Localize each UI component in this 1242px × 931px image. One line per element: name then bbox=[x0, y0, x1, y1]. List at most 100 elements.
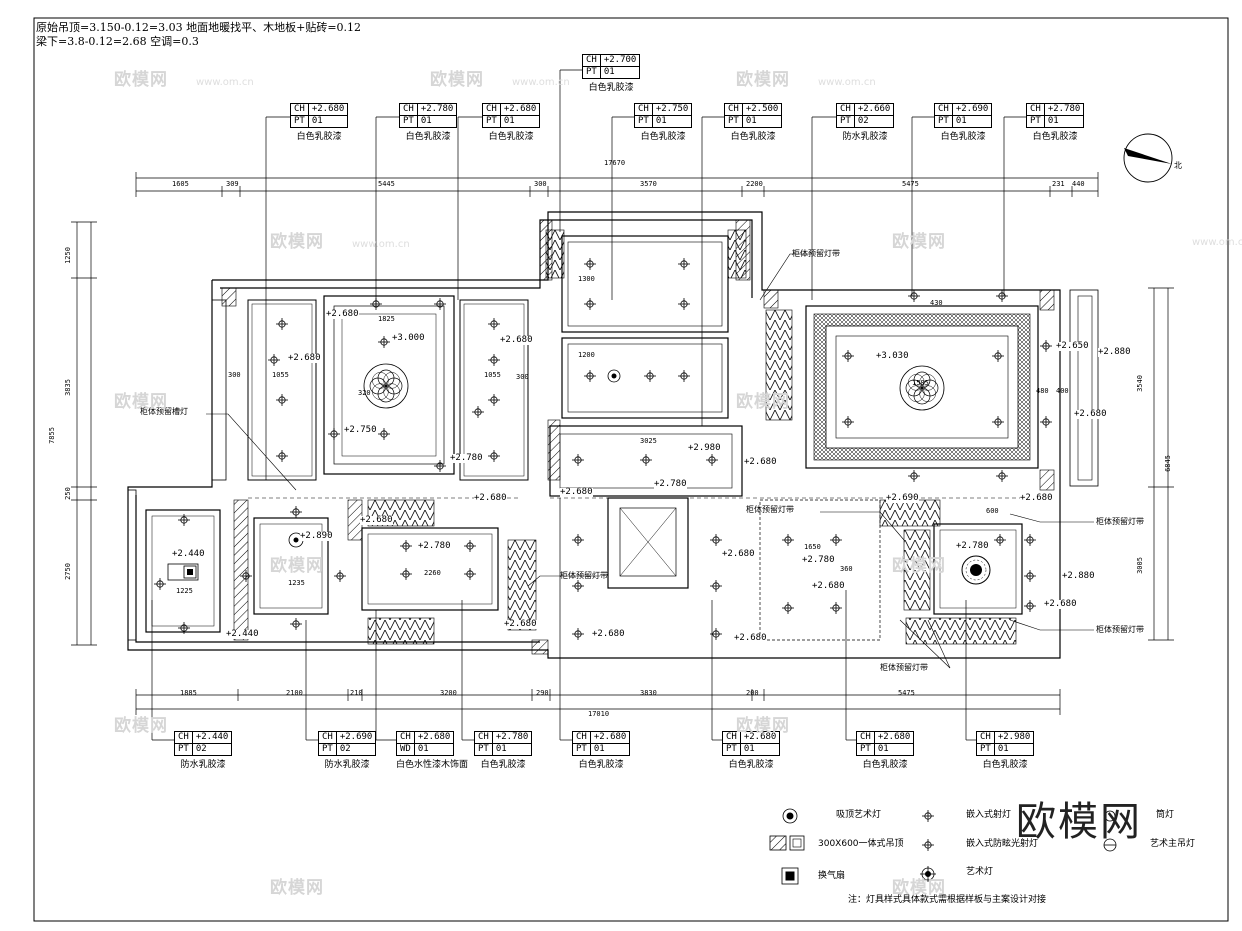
ceiling-height-label: +2.680 bbox=[360, 515, 393, 525]
ceiling-height-label: +2.680 bbox=[734, 633, 767, 643]
watermark-text: 欧模网 bbox=[892, 878, 946, 898]
ceiling-height-label: +2.750 bbox=[344, 425, 377, 435]
room-dimension-label: 2260 bbox=[424, 569, 441, 577]
art-light-icon bbox=[920, 866, 936, 882]
watermark-text: 欧模网 bbox=[430, 70, 484, 90]
structural-columns bbox=[221, 219, 1055, 655]
exhaust-fan-icon bbox=[183, 565, 197, 579]
watermark-text: 欧模网 bbox=[114, 70, 168, 90]
dimension-label: 231 bbox=[1052, 180, 1065, 188]
annotation-cabinet-light: 柜体预留灯带 bbox=[560, 571, 608, 580]
ceiling-height-label: +3.000 bbox=[392, 333, 425, 343]
dimension-label: 3830 bbox=[640, 689, 657, 697]
room-dimension-label: 360 bbox=[840, 565, 853, 573]
annotation-cabinet-light: 柜体预留灯带 bbox=[792, 249, 840, 258]
dimension-label: 2200 bbox=[746, 180, 763, 188]
watermark-url: www.om.cn bbox=[818, 77, 876, 88]
legend-label: 嵌入式防眩光射灯 bbox=[966, 839, 1039, 849]
ceiling-height-label: +2.440 bbox=[172, 549, 205, 559]
ceiling-height-label: +2.780 bbox=[956, 541, 989, 551]
ceiling-height-label: +2.680 bbox=[1074, 409, 1107, 419]
legend-label: 艺术灯 bbox=[966, 867, 994, 877]
room-dimension-label: 300 bbox=[516, 373, 529, 381]
ceiling-height-label: +2.880 bbox=[1062, 571, 1095, 581]
room-dimension-label: 1300 bbox=[578, 275, 595, 283]
dimension-label: 3835 bbox=[63, 379, 72, 396]
header-note-line2: 梁下=3.8-0.12=2.68 空调=0.3 bbox=[36, 35, 199, 48]
annotation-cabinet-light: 柜体预留灯带 bbox=[1096, 625, 1144, 634]
dimension-label: 2750 bbox=[63, 563, 72, 580]
right-dimension-line bbox=[1148, 287, 1174, 641]
ceiling-height-label: +2.680 bbox=[592, 629, 625, 639]
ceiling-height-label: +2.890 bbox=[300, 531, 333, 541]
ceiling-height-label: +2.680 bbox=[744, 457, 777, 467]
ceiling-height-label: +2.980 bbox=[688, 443, 721, 453]
ceiling-height-label: +2.440 bbox=[226, 629, 259, 639]
annotation-leaders bbox=[206, 253, 1094, 669]
ceiling-height-label: +2.680 bbox=[1020, 493, 1053, 503]
drawing-frame bbox=[33, 17, 1229, 922]
ceiling-panels bbox=[145, 235, 1052, 641]
dimension-label: 6845 bbox=[1163, 455, 1172, 472]
watermark-url: www.om.cn bbox=[1192, 237, 1242, 248]
ceiling-height-label: +2.680 bbox=[812, 581, 845, 591]
room-dimension-label: 1225 bbox=[176, 587, 193, 595]
room-dimension-label: 320 bbox=[358, 389, 371, 397]
ceiling-height-label: +2.780 bbox=[450, 453, 483, 463]
dimension-label: 17010 bbox=[588, 710, 610, 718]
dimension-label: 300 bbox=[534, 180, 547, 188]
room-dimension-label: 400 bbox=[1056, 387, 1069, 395]
recessed-spotlight-icon bbox=[921, 809, 935, 823]
watermark-text: 欧模网 bbox=[270, 556, 324, 576]
art-light-icon bbox=[961, 555, 991, 585]
dimension-label: 440 bbox=[1072, 180, 1085, 188]
chandelier-icon bbox=[363, 363, 409, 409]
annotation-cabinet-light: 柜体预留灯带 bbox=[1096, 517, 1144, 526]
ceiling-height-label: +2.680 bbox=[288, 353, 321, 363]
watermark-text: 欧模网 bbox=[736, 716, 790, 736]
room-dimension-label: 1585 bbox=[912, 379, 929, 387]
dimension-label: 1250 bbox=[63, 247, 72, 264]
ceiling-height-label: +2.680 bbox=[500, 335, 533, 345]
room-dimension-label: 1825 bbox=[378, 315, 395, 323]
dimension-label: 1605 bbox=[172, 180, 189, 188]
room-dimension-label: 1235 bbox=[288, 579, 305, 587]
legend-label: 艺术主吊灯 bbox=[1150, 839, 1196, 849]
tag-leader-lines bbox=[151, 69, 1026, 741]
dimension-label: 290 bbox=[536, 689, 549, 697]
ceiling-height-label: +2.680 bbox=[722, 549, 755, 559]
ceiling-height-label: +2.780 bbox=[418, 541, 451, 551]
left-dimension-line bbox=[71, 221, 97, 646]
dimension-label: 3540 bbox=[1135, 375, 1144, 392]
room-dimension-label: 1055 bbox=[484, 371, 501, 379]
cabinet-light-strips bbox=[367, 229, 1017, 645]
ceiling-height-label: +2.680 bbox=[1044, 599, 1077, 609]
ceiling-height-label: +3.030 bbox=[876, 351, 909, 361]
dimension-label: 210 bbox=[350, 689, 363, 697]
room-dimension-label: 480 bbox=[1036, 387, 1049, 395]
dimension-label: 3570 bbox=[640, 180, 657, 188]
ceiling-height-label: +2.680 bbox=[474, 493, 507, 503]
legend-label: 换气扇 bbox=[818, 871, 846, 881]
window-bottom-left bbox=[127, 489, 137, 641]
room-dimension-label: 3025 bbox=[640, 437, 657, 445]
ceiling-height-label: +2.880 bbox=[1098, 347, 1131, 357]
dimension-label: 3005 bbox=[1135, 557, 1144, 574]
pendant-art-light-icon bbox=[782, 808, 798, 824]
chandelier-icon bbox=[1103, 838, 1117, 852]
compass-north-label: 北 bbox=[1174, 161, 1182, 170]
watermark-url: www.om.cn bbox=[512, 77, 570, 88]
watermark-text: 欧模网 bbox=[892, 556, 946, 576]
